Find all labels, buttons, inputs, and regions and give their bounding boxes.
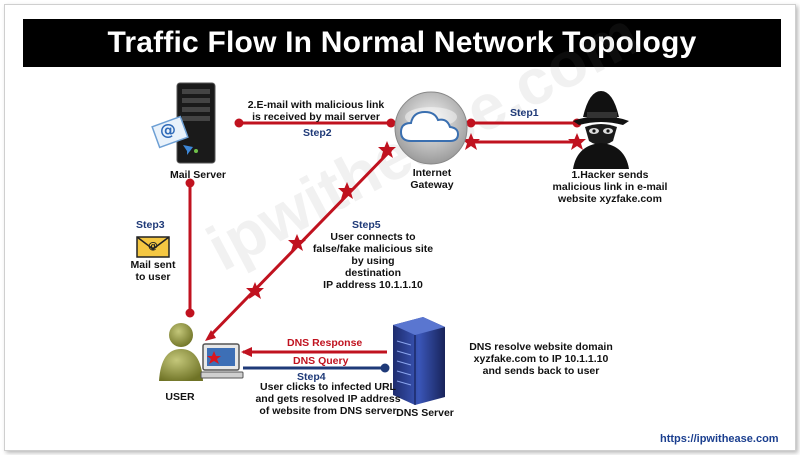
flow-diagram: @ @: [136, 82, 629, 405]
dns-resolve-label: DNS resolve website domain xyzfake.com t…: [469, 341, 613, 377]
user-computer-icon: [159, 323, 244, 381]
endpoint-dot: [380, 363, 390, 373]
star-bursts: [246, 133, 586, 299]
arrow-head: [241, 347, 252, 357]
email-received-label: 2.E-mail with malicious link is received…: [247, 99, 385, 123]
title-bar: Traffic Flow In Normal Network Topology: [23, 19, 781, 67]
starburst-icon: [568, 133, 586, 150]
step1-label: Step1: [510, 107, 539, 119]
flow-lines: [188, 121, 577, 370]
arrow-head: [205, 330, 216, 341]
step5-label: Step5: [352, 219, 381, 231]
cloud-gateway-icon: [394, 91, 468, 165]
endpoint-dot: [386, 118, 396, 128]
svg-text:@: @: [160, 120, 176, 139]
starburst-icon: [246, 282, 264, 299]
mail-server-icon: @: [151, 82, 216, 164]
endpoint-dot: [185, 178, 195, 188]
user-label: USER: [165, 391, 195, 403]
dns-server-label: DNS Server: [396, 407, 454, 419]
hacker-label: 1.Hacker sends malicious link in e-mail …: [552, 169, 668, 205]
starburst-icon: [288, 234, 306, 251]
endpoint-dot: [185, 308, 195, 318]
starburst-icon: [462, 133, 480, 150]
step3-label: Step3: [136, 219, 165, 231]
mail-server-label: Mail Server: [169, 169, 227, 181]
user-clicks-label: User clicks to infected URL and gets res…: [255, 381, 401, 417]
diagram-frame: Traffic Flow In Normal Network Topology …: [4, 4, 796, 451]
endpoint-dot: [466, 118, 476, 128]
endpoint-dot: [234, 118, 244, 128]
svg-text:@: @: [148, 241, 158, 252]
dns-server-icon: [393, 317, 445, 405]
dns-response-label: DNS Response: [287, 337, 363, 349]
mail-envelope-icon: @: [136, 236, 170, 258]
dns-query-label: DNS Query: [293, 355, 349, 367]
starburst-icon: [378, 141, 396, 158]
mail-sent-label: Mail sent to user: [130, 259, 176, 283]
hacker-icon: [573, 91, 629, 169]
step4-label: Step4: [297, 371, 326, 383]
footer-url: https://ipwithease.com: [660, 433, 779, 445]
step2-label: Step2: [303, 127, 332, 139]
starburst-icon: [338, 182, 356, 199]
page-title: Traffic Flow In Normal Network Topology: [107, 26, 697, 59]
user-connects-label: User connects to false/fake malicious si…: [312, 231, 434, 291]
gateway-label: Internet Gateway: [410, 167, 454, 191]
